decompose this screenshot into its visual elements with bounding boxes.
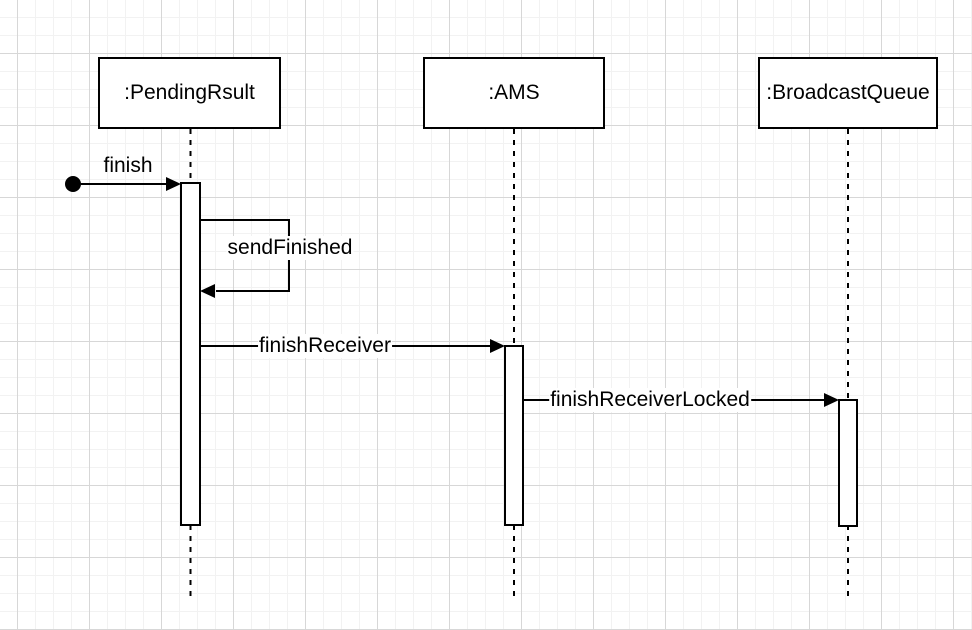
activation-ams[interactable]: [504, 345, 524, 526]
message-label-sendfinished[interactable]: sendFinished: [226, 236, 354, 260]
activation-pendingrsult[interactable]: [180, 182, 201, 526]
arrowhead-finishreceiverlocked-icon: [824, 393, 839, 407]
actor-pendingrsult[interactable]: :PendingRsult: [98, 57, 281, 129]
arrowhead-finish-icon: [166, 177, 181, 191]
arrowhead-sendfinished-icon: [200, 284, 215, 298]
arrowhead-finishreceiver-icon: [490, 339, 505, 353]
message-label-finishreceiver[interactable]: finishReceiver: [258, 334, 392, 358]
actor-ams-label: :AMS: [488, 81, 540, 104]
activation-broadcastqueue[interactable]: [838, 399, 858, 527]
message-label-finish[interactable]: finish: [103, 154, 153, 177]
start-node[interactable]: [65, 176, 81, 192]
actor-broadcastqueue[interactable]: :BroadcastQueue: [758, 57, 938, 129]
message-label-finishreceiverlocked[interactable]: finishReceiverLocked: [549, 388, 751, 412]
actor-ams[interactable]: :AMS: [423, 57, 605, 129]
actor-broadcastqueue-label: :BroadcastQueue: [766, 81, 930, 104]
actor-pendingrsult-label: :PendingRsult: [124, 81, 255, 104]
